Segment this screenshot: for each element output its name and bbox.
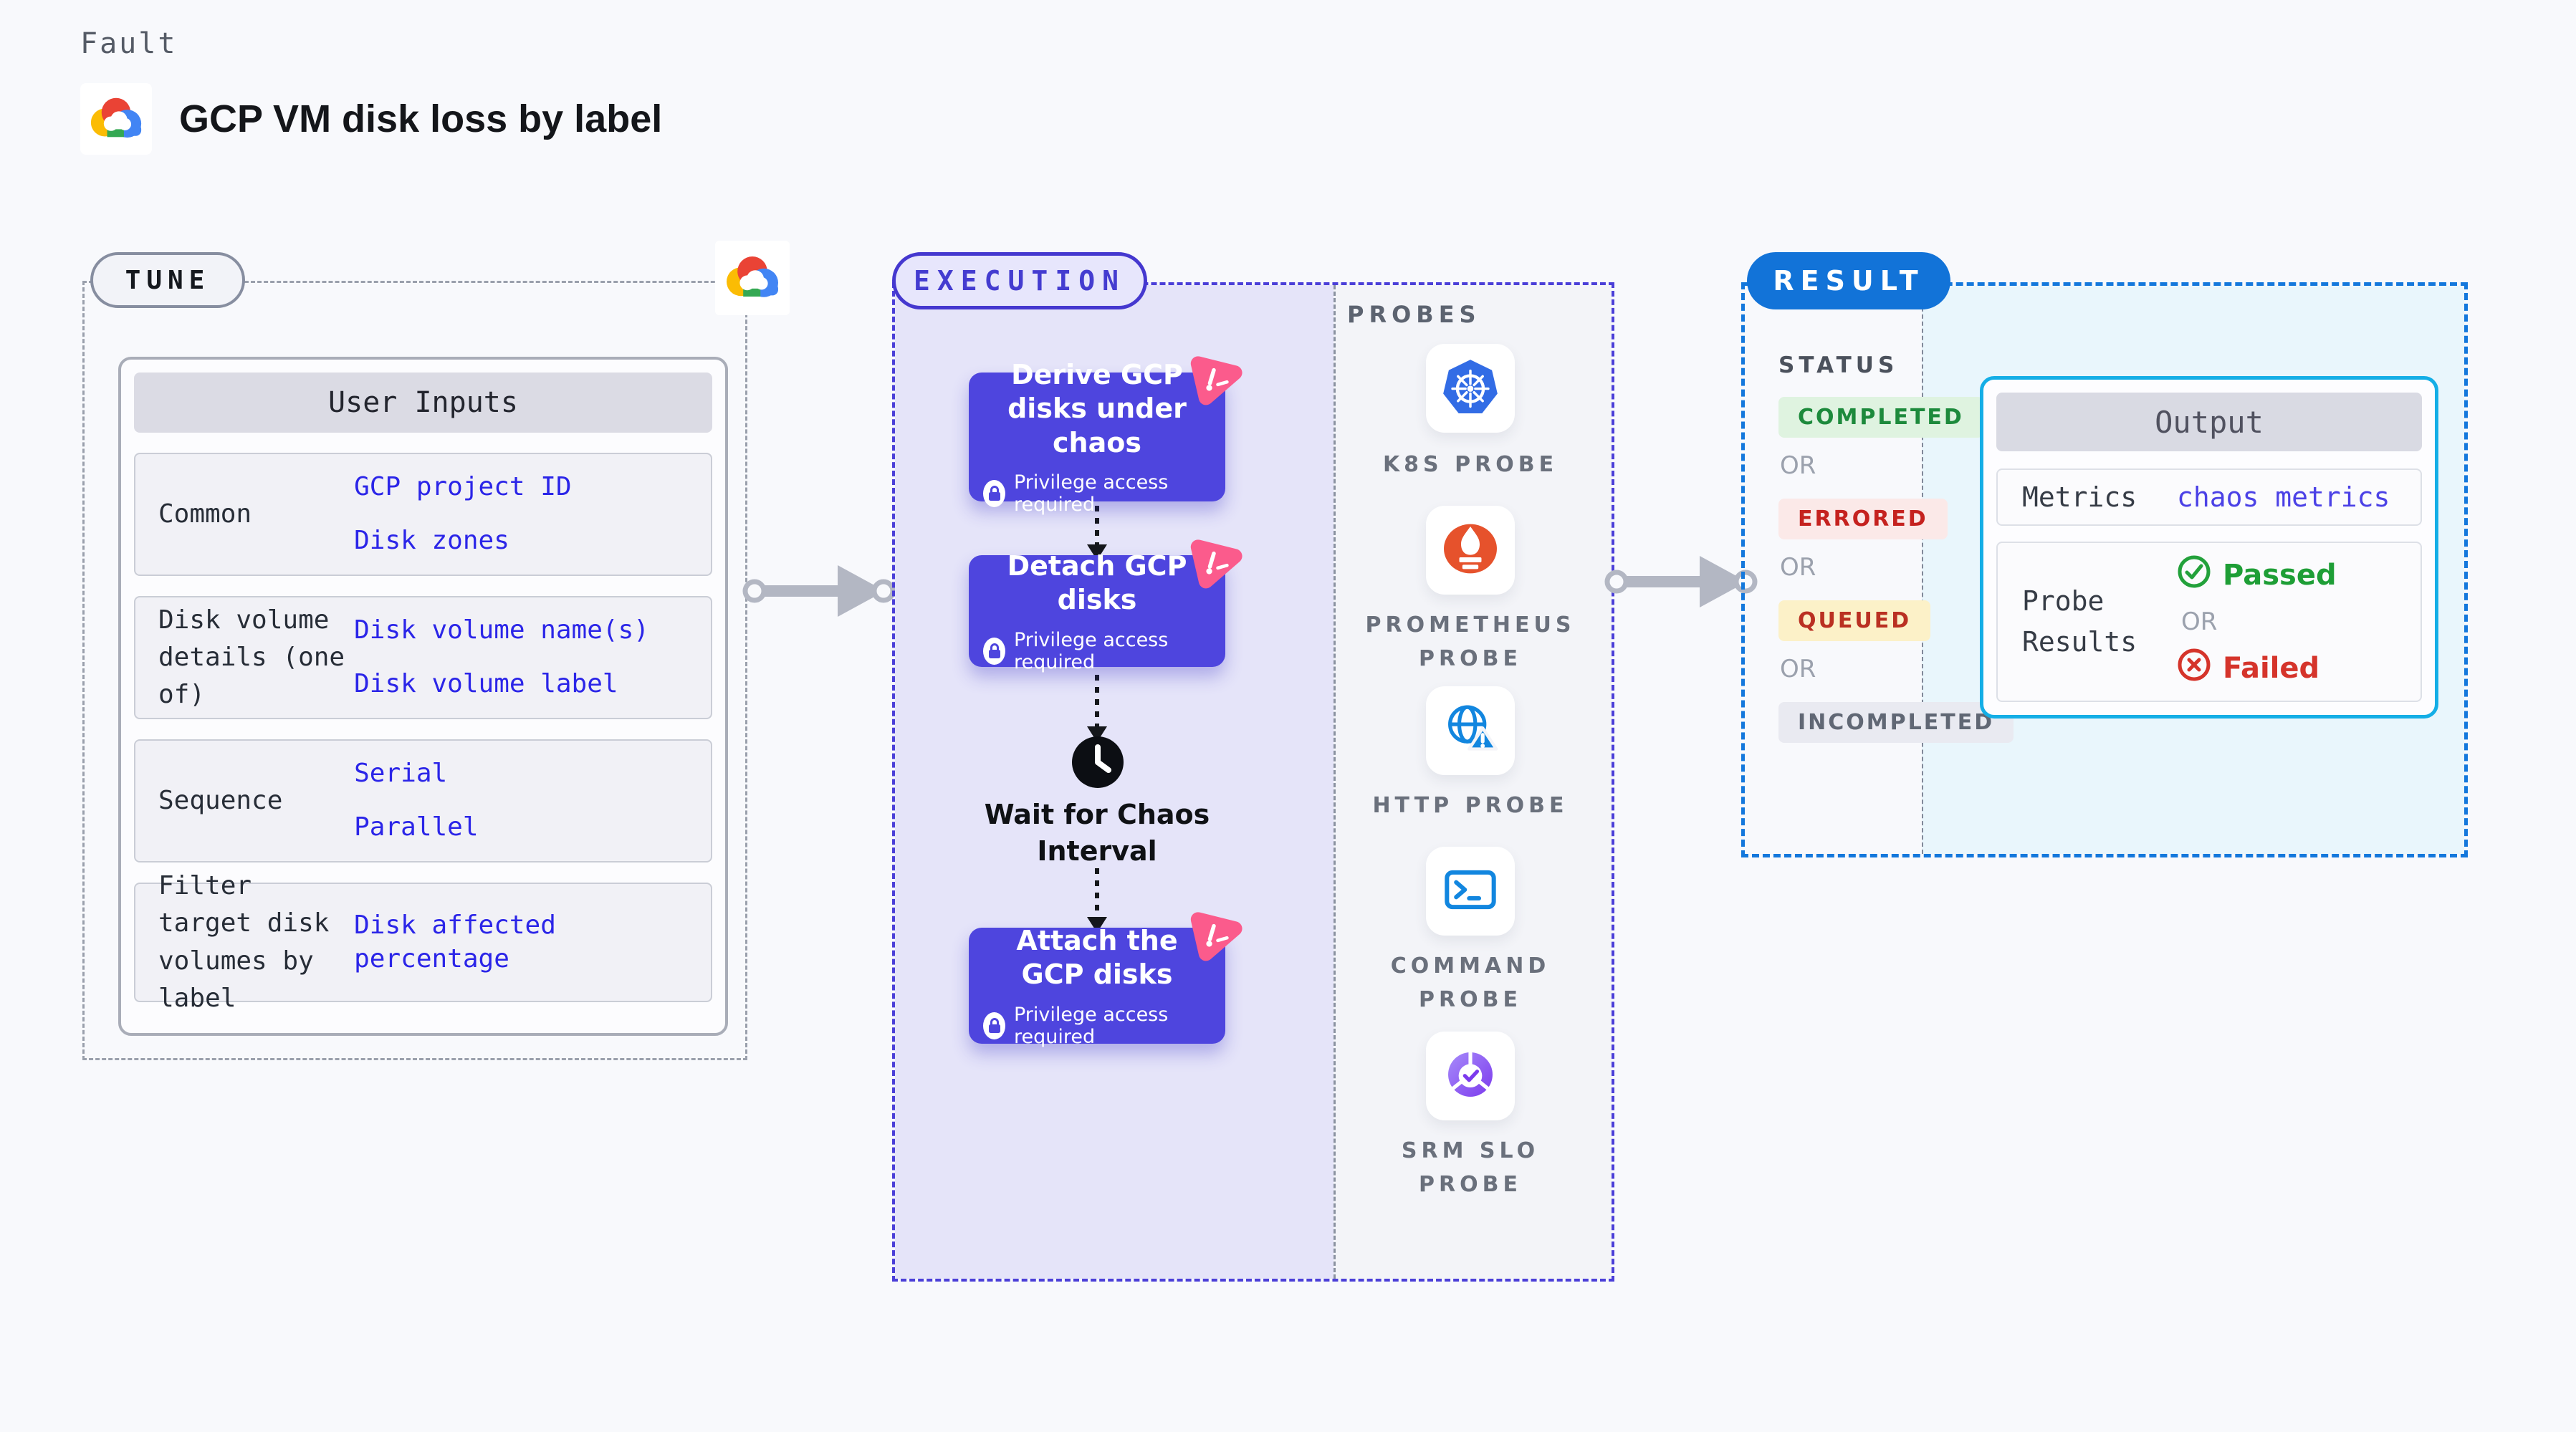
chaos-litmus-icon bbox=[1181, 898, 1247, 964]
row-value: Parallel bbox=[354, 812, 479, 842]
chaos-litmus-icon bbox=[1181, 526, 1247, 592]
gcp-cloud-icon bbox=[88, 95, 144, 143]
metrics-row: Metrics chaos metrics bbox=[1996, 468, 2422, 526]
probe-label: HTTP PROBE bbox=[1372, 793, 1569, 818]
lock-icon bbox=[983, 480, 1005, 508]
kubernetes-icon bbox=[1440, 356, 1501, 421]
row-value: Serial bbox=[354, 759, 448, 789]
failed-label: Failed bbox=[2223, 652, 2320, 685]
table-row: Sequence Serial Parallel bbox=[134, 739, 712, 862]
output-header: Output bbox=[1996, 393, 2422, 451]
x-circle-icon bbox=[2177, 648, 2211, 689]
probes-area bbox=[1334, 285, 1612, 1279]
step-title: Detach GCP disks bbox=[1007, 549, 1187, 616]
prometheus-icon bbox=[1440, 518, 1501, 582]
probe-prometheus bbox=[1426, 506, 1515, 595]
row-label: Disk volume details (one of) bbox=[158, 605, 345, 710]
probe-label: COMMAND PROBE bbox=[1390, 953, 1551, 1012]
step-detach-gcp-disks: Detach GCP disks Privilege access requir… bbox=[969, 550, 1225, 673]
step-title: Attach the GCP disks bbox=[1016, 924, 1178, 991]
probe-results-row: Probe Results Passed OR bbox=[1996, 542, 2422, 702]
lock-icon bbox=[983, 637, 1005, 665]
terminal-icon bbox=[1440, 859, 1501, 923]
privilege-note: Privilege access required bbox=[1014, 471, 1169, 516]
or-separator: OR bbox=[1780, 553, 1816, 582]
step-attach-gcp-disks: Attach the GCP disks Privilege access re… bbox=[969, 925, 1225, 1048]
step-title: Derive GCP disks under chaos bbox=[1007, 358, 1187, 458]
execution-badge: EXECUTION bbox=[892, 252, 1147, 309]
fault-kind-label: Fault bbox=[80, 27, 178, 60]
user-inputs-table: User Inputs Common GCP project ID Disk z… bbox=[118, 357, 728, 1036]
tune-panel bbox=[82, 281, 747, 1060]
probe-command bbox=[1426, 847, 1515, 936]
status-badge-incompleted: INCOMPLETED bbox=[1778, 702, 2014, 743]
gcp-cloud-icon bbox=[724, 254, 781, 302]
output-card: Output Metrics chaos metrics Probe Resul… bbox=[1980, 376, 2438, 719]
clock-icon bbox=[1071, 735, 1125, 789]
status-badge-queued: QUEUED bbox=[1778, 600, 1931, 641]
flow-connector bbox=[1095, 506, 1099, 547]
probe-result-failed: Failed bbox=[2177, 648, 2337, 689]
probe-label: PROMETHEUS PROBE bbox=[1365, 612, 1576, 671]
row-value: GCP project ID bbox=[354, 472, 572, 502]
tune-badge: TUNE bbox=[90, 252, 245, 308]
row-value: Disk affected percentage bbox=[354, 910, 556, 974]
probe-result-passed: Passed bbox=[2177, 554, 2337, 596]
or-separator: OR bbox=[1780, 655, 1816, 683]
probe-http bbox=[1426, 686, 1515, 775]
probe-label: K8S PROBE bbox=[1382, 452, 1558, 477]
status-badge-errored: ERRORED bbox=[1778, 499, 1948, 539]
row-value: Disk zones bbox=[354, 526, 509, 555]
http-globe-icon bbox=[1440, 698, 1501, 763]
row-label: Sequence bbox=[158, 785, 283, 815]
flow-connector bbox=[1095, 868, 1099, 920]
page-title: GCP VM disk loss by label bbox=[179, 97, 663, 140]
tune-to-execution-arrow bbox=[742, 555, 896, 630]
row-label: Filter target disk volumes by label bbox=[158, 871, 330, 1013]
probe-results-label: Probe Results bbox=[2022, 585, 2137, 658]
lock-icon bbox=[983, 1011, 1005, 1039]
probe-srm-slo bbox=[1426, 1032, 1515, 1120]
wait-interval-label: Wait for Chaos Interval bbox=[984, 799, 1210, 868]
tune-gcp-logo bbox=[715, 241, 790, 315]
table-row: Common GCP project ID Disk zones bbox=[134, 453, 712, 576]
row-label: Common bbox=[158, 499, 252, 529]
probes-to-result-arrow bbox=[1604, 546, 1758, 620]
step-derive-gcp-disks: Derive GCP disks under chaos Privilege a… bbox=[969, 359, 1225, 516]
passed-label: Passed bbox=[2223, 559, 2337, 592]
or-separator: OR bbox=[2181, 607, 2218, 636]
user-inputs-header: User Inputs bbox=[134, 373, 712, 433]
metrics-label: Metrics bbox=[2022, 481, 2137, 513]
row-value: Disk volume name(s) bbox=[354, 615, 649, 645]
flow-connector bbox=[1095, 675, 1099, 729]
probe-k8s bbox=[1426, 344, 1515, 433]
slo-gauge-icon bbox=[1440, 1044, 1501, 1108]
table-row: Disk volume details (one of) Disk volume… bbox=[134, 596, 712, 719]
row-value: Disk volume label bbox=[354, 669, 618, 698]
or-separator: OR bbox=[1780, 451, 1816, 480]
gcp-logo bbox=[80, 83, 152, 155]
probes-heading: PROBES bbox=[1347, 301, 1481, 328]
probe-label: SRM SLO PROBE bbox=[1401, 1138, 1540, 1197]
privilege-note: Privilege access required bbox=[1014, 628, 1169, 673]
metrics-value: chaos metrics bbox=[2177, 481, 2390, 513]
chaos-litmus-icon bbox=[1181, 342, 1247, 408]
check-circle-icon bbox=[2177, 554, 2211, 596]
status-badge-completed: COMPLETED bbox=[1778, 397, 1983, 438]
status-heading: STATUS bbox=[1778, 352, 1899, 378]
privilege-note: Privilege access required bbox=[1014, 1003, 1169, 1048]
table-row: Filter target disk volumes by label Disk… bbox=[134, 871, 712, 1013]
result-badge: RESULT bbox=[1747, 252, 1950, 309]
